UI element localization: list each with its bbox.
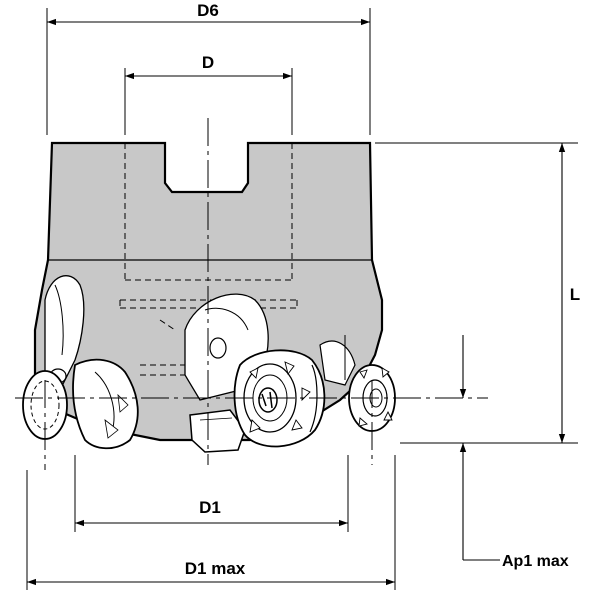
dimension-lines (27, 18, 566, 586)
label-l: L (570, 285, 580, 304)
label-d1-max: D1 max (185, 559, 246, 578)
insert-front-left (72, 358, 139, 450)
label-d: D (202, 53, 214, 72)
label-d6: D6 (197, 1, 219, 20)
label-d1: D1 (199, 498, 221, 517)
insert-center-small (189, 409, 246, 453)
extension-lines (26, 8, 578, 590)
label-ap1-max: Ap1 max (502, 553, 569, 570)
center-lines (15, 118, 488, 470)
screw-icon (258, 387, 278, 413)
dimension-labels: D6 D L D1 D1 max Ap1 max (185, 1, 580, 578)
